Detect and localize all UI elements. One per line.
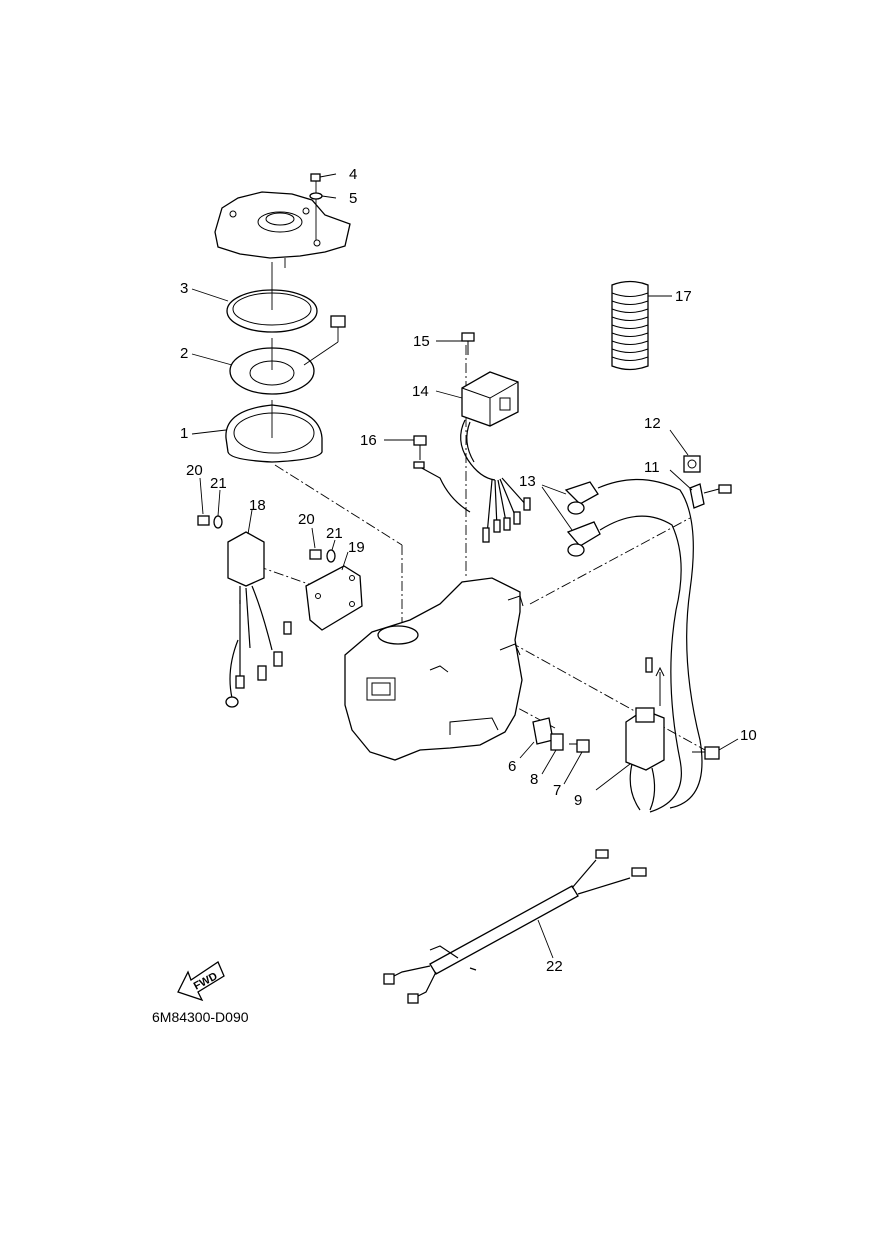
sleeve-17 bbox=[611, 280, 672, 371]
callout-15: 15 bbox=[413, 333, 430, 350]
cdi-unit-14 bbox=[435, 371, 519, 481]
bolt-16 bbox=[384, 435, 471, 513]
wire-harness-22 bbox=[383, 849, 647, 1004]
ring-3 bbox=[191, 262, 318, 333]
callout-19: 19 bbox=[348, 539, 365, 556]
washer-21-left bbox=[213, 489, 223, 529]
callout-3: 3 bbox=[180, 280, 188, 297]
stator-1 bbox=[191, 400, 323, 463]
fwd-label: FWD bbox=[192, 970, 220, 992]
bolt-10 bbox=[692, 738, 739, 760]
bracket-11 bbox=[669, 469, 732, 509]
plate-2 bbox=[191, 338, 339, 395]
callout-14: 14 bbox=[412, 383, 429, 400]
diagram-code: 6M84300-D090 bbox=[152, 1009, 249, 1025]
rectifier-18 bbox=[225, 509, 292, 708]
clamp-12 bbox=[669, 429, 701, 473]
plate-19 bbox=[305, 551, 363, 631]
small-bolt bbox=[330, 315, 346, 342]
stator-base-cover bbox=[214, 191, 351, 268]
callout-6: 6 bbox=[508, 758, 516, 775]
fwd-arrow-icon: FWD bbox=[177, 961, 225, 1002]
bolt-15 bbox=[436, 332, 475, 355]
callout-20-second: 20 bbox=[298, 511, 315, 528]
callout-17: 17 bbox=[675, 288, 692, 305]
bracket-6 bbox=[519, 717, 554, 759]
callout-22: 22 bbox=[546, 958, 563, 975]
callout-21: 21 bbox=[210, 475, 227, 492]
cdi-wire-leads bbox=[482, 477, 531, 543]
washer-5 bbox=[309, 192, 337, 200]
bolt-20-left bbox=[197, 477, 210, 526]
bolt-20-right bbox=[309, 527, 322, 560]
callout-20: 20 bbox=[186, 462, 203, 479]
callout-21-second: 21 bbox=[326, 525, 343, 542]
callout-7: 7 bbox=[553, 782, 561, 799]
callout-10: 10 bbox=[740, 727, 757, 744]
callout-12: 12 bbox=[644, 415, 661, 432]
bolt-7 bbox=[563, 739, 590, 785]
callout-4: 4 bbox=[349, 166, 357, 183]
callout-8: 8 bbox=[530, 771, 538, 788]
callout-1: 1 bbox=[180, 425, 188, 442]
callout-16: 16 bbox=[360, 432, 377, 449]
plug-cap-13 bbox=[541, 478, 703, 813]
screw-4 bbox=[310, 173, 337, 240]
callout-11: 11 bbox=[644, 459, 660, 476]
ignition-coil-9 bbox=[595, 657, 665, 811]
bracket-8 bbox=[541, 733, 564, 775]
callout-5: 5 bbox=[349, 190, 357, 207]
callout-9: 9 bbox=[574, 792, 582, 809]
washer-21-right bbox=[326, 539, 336, 563]
callout-18: 18 bbox=[249, 497, 266, 514]
callout-13: 13 bbox=[519, 473, 536, 490]
callout-2: 2 bbox=[180, 345, 188, 362]
engine-block bbox=[344, 577, 524, 761]
